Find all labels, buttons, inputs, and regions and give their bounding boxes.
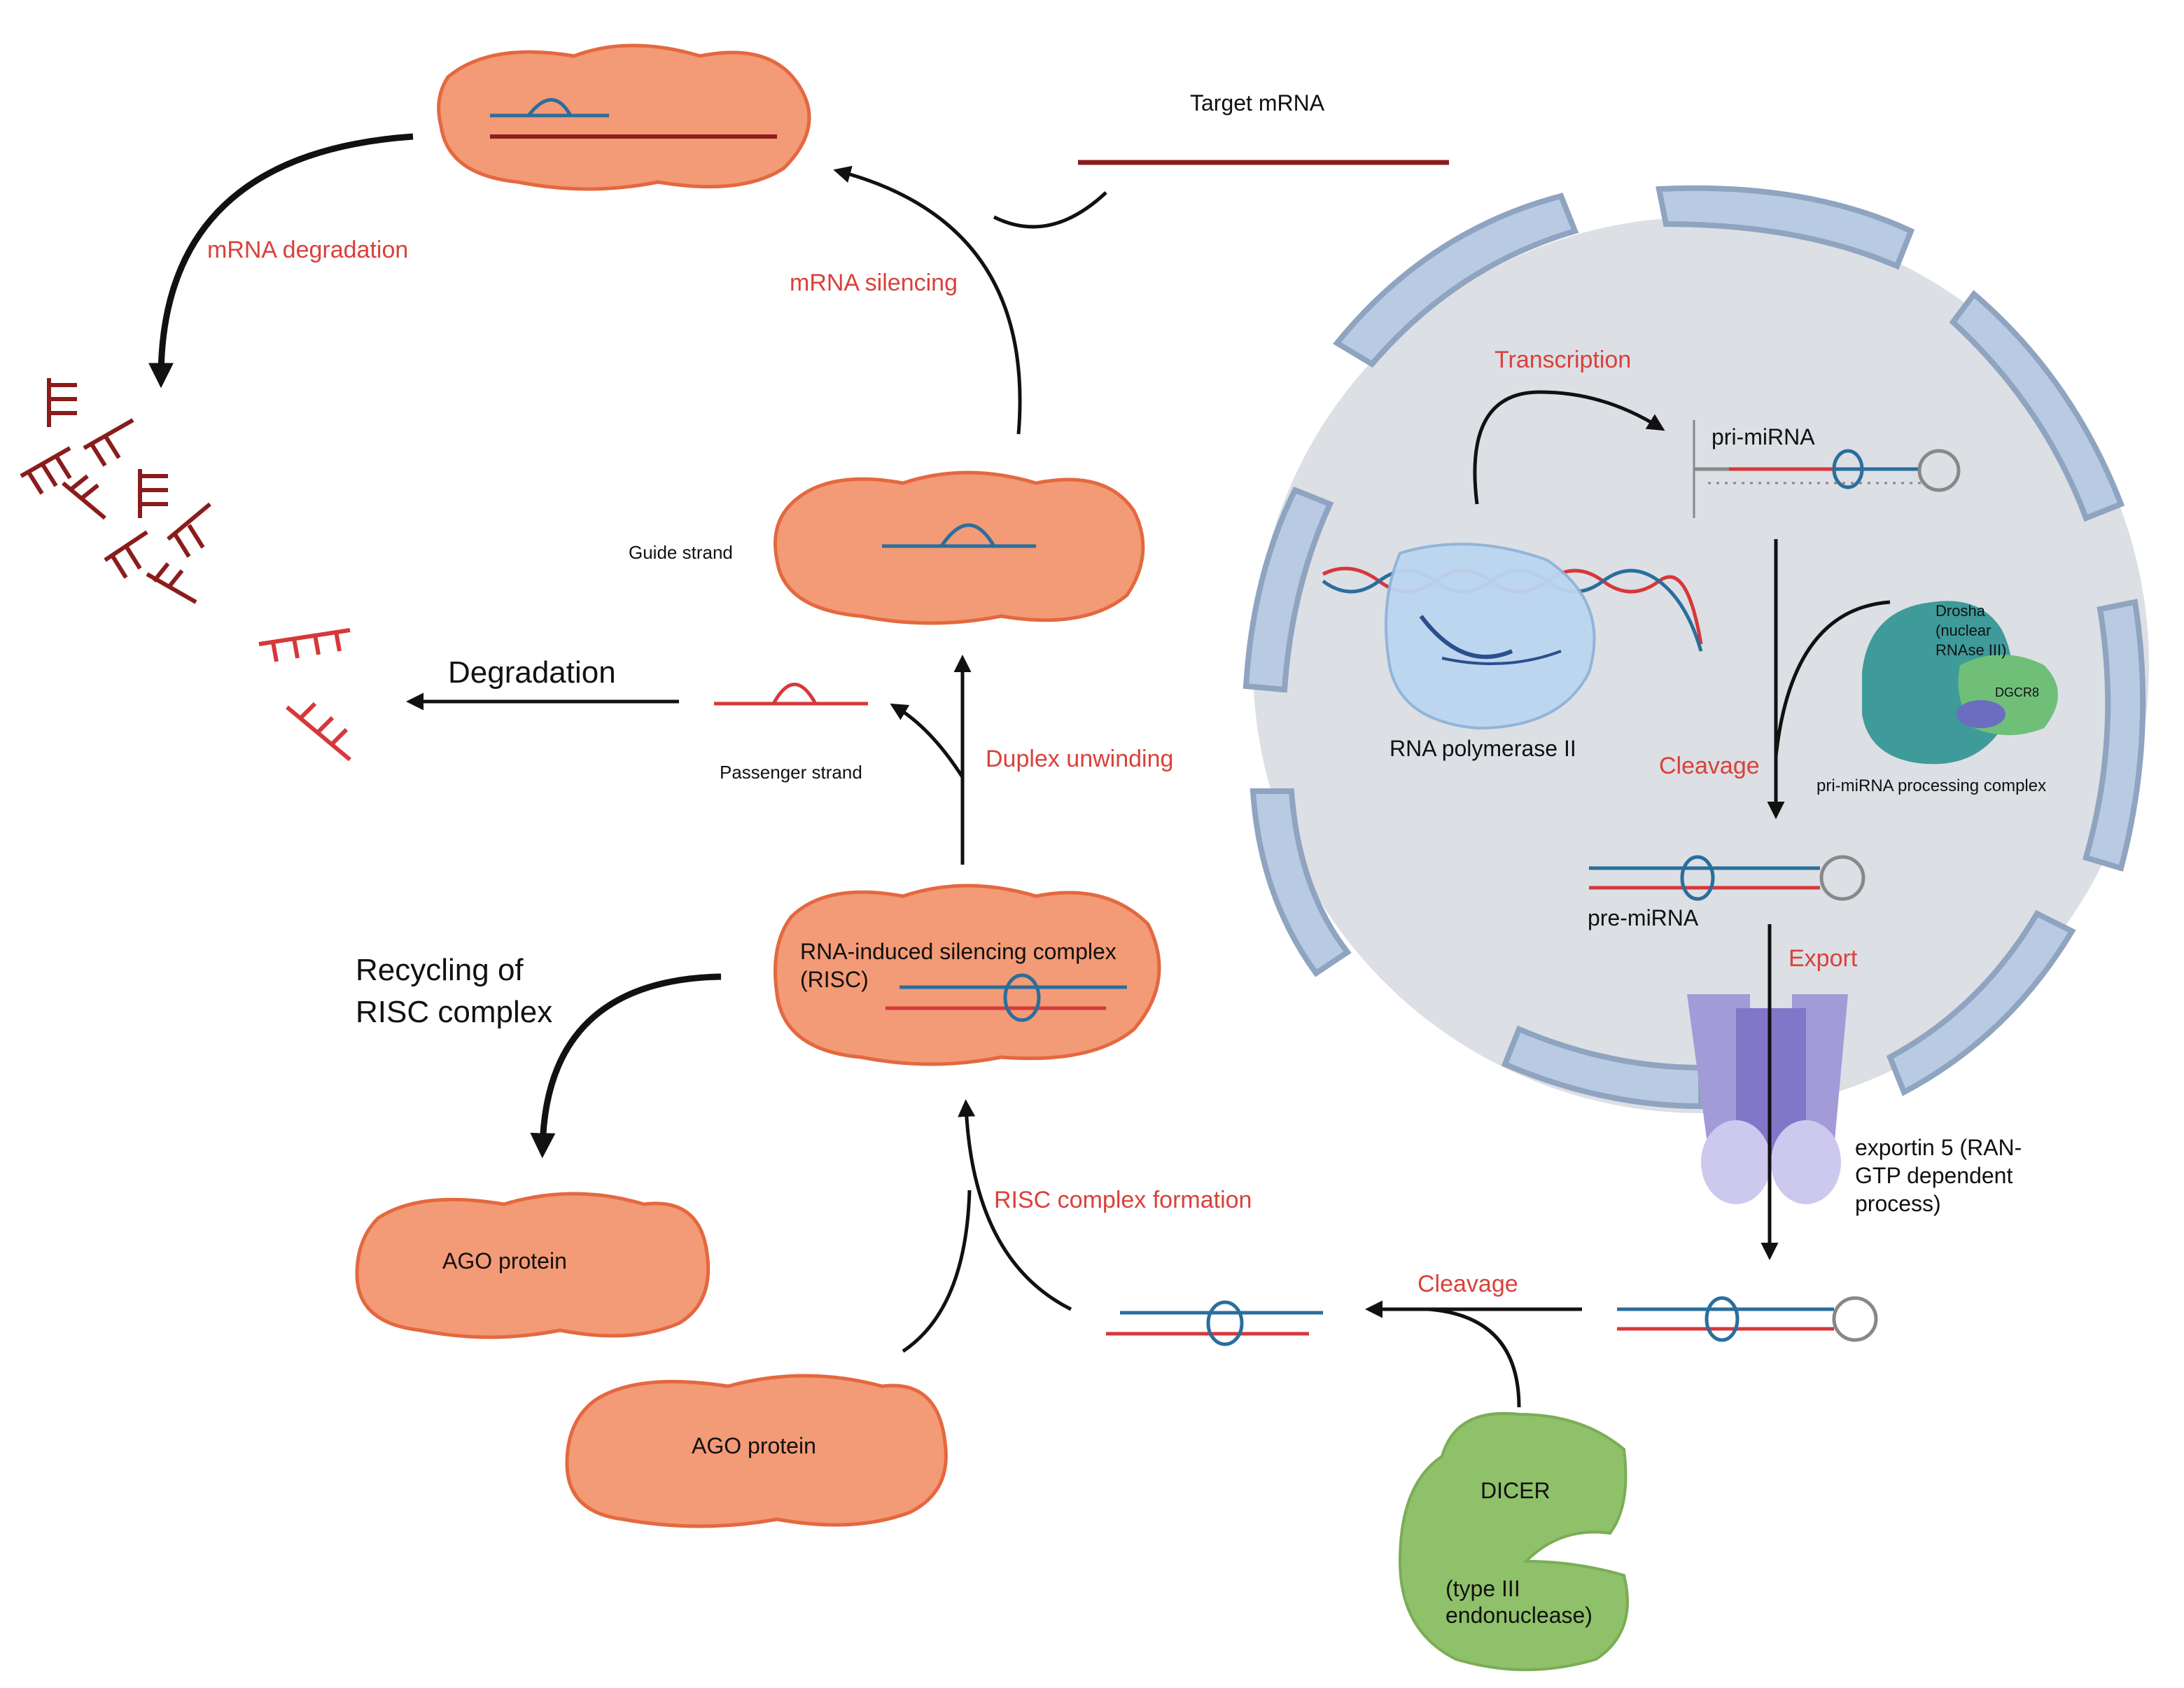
exportin-label-3: process) — [1855, 1191, 1941, 1216]
exportin-label-1: exportin 5 (RAN- — [1855, 1135, 2022, 1160]
exportin-5 — [1687, 994, 1848, 1204]
ago-guide-complex: Guide strand — [629, 470, 1145, 625]
risc-label-line1: RNA-induced silencing complex — [800, 939, 1116, 964]
ago-protein-label-2: AGO protein — [692, 1433, 816, 1458]
cofactor-protein — [1956, 700, 2005, 728]
transcription-label: Transcription — [1494, 347, 1631, 373]
transcription-arrow — [1473, 390, 1665, 505]
risc-formation-label: RISC complex formation — [994, 1187, 1252, 1213]
membrane-segment — [1250, 788, 1352, 977]
nucleus — [1242, 185, 2149, 1113]
degradation-label: Degradation — [448, 655, 616, 690]
export-label: Export — [1788, 945, 1858, 972]
cytoplasmic-pre-mirna — [1617, 1296, 1878, 1342]
polymerase-body — [1385, 543, 1596, 730]
passenger-strand-label: Passenger strand — [720, 762, 862, 783]
ago-inflow-arrow — [902, 1190, 972, 1353]
drosha-label-3: RNAse III) — [1935, 641, 2006, 659]
dicer-label: DICER — [1480, 1478, 1550, 1503]
degraded-mrna-fragments — [20, 378, 211, 604]
ago-protein-free-2: AGO protein — [565, 1374, 948, 1528]
membrane-segment — [2082, 599, 2146, 872]
pri-mirna-label: pri-miRNA — [1712, 424, 1815, 449]
degraded-passenger-fragments — [258, 628, 351, 762]
drosha-label-1: Drosha — [1935, 602, 1986, 620]
passenger-release-arrow — [890, 703, 965, 779]
dgcr8-label: DGCR8 — [1995, 685, 2039, 699]
nascent-rna — [1441, 650, 1562, 665]
ago-protein-shape — [774, 884, 1161, 1066]
target-mrna-label: Target mRNA — [1190, 90, 1325, 116]
recycling-arrow — [530, 973, 722, 1159]
risc-complex: RNA-induced silencing complex (RISC) — [774, 884, 1161, 1066]
recycling-label-line1: Recycling of — [356, 953, 524, 987]
mrna-degradation-arrow — [148, 133, 414, 389]
exportin-label-2: GTP dependent — [1855, 1163, 2012, 1188]
ago-protein-shape — [437, 43, 811, 191]
membrane-segment — [1242, 486, 1334, 693]
ago-protein-shape — [565, 1374, 948, 1528]
pre-mirna: pre-miRNA — [1588, 855, 1865, 930]
ago-protein-free-1: AGO protein — [355, 1192, 710, 1339]
ago-protein-label-1: AGO protein — [442, 1248, 567, 1274]
membrane-segment — [1332, 193, 1579, 368]
drosha-inflow-arrow — [1774, 600, 1891, 757]
mirna-duplex — [1106, 1300, 1323, 1346]
dicer-protein — [1398, 1411, 1629, 1671]
drosha-cleavage-label: Cleavage — [1659, 753, 1760, 779]
drosha-complex: Drosha (nuclear RNAse III) DGCR8 pri-miR… — [1816, 601, 2058, 795]
ago-protein-shape — [774, 470, 1145, 625]
ago-mrna-complex — [437, 43, 811, 191]
mrna-degradation-label: mRNA degradation — [207, 237, 408, 263]
pri-mirna: pri-miRNA — [1693, 420, 1961, 518]
membrane-segment — [1949, 290, 2125, 522]
duplex-unwinding-label: Duplex unwinding — [986, 746, 1173, 772]
membrane-segment — [1656, 185, 1915, 270]
membrane-segment — [1501, 1025, 1704, 1110]
target-mrna: Target mRNA — [1078, 90, 1449, 165]
rna-polymerase-label: RNA polymerase II — [1390, 736, 1576, 761]
dicer: DICER (type III endonuclease) — [1398, 1411, 1629, 1671]
dicer-sublabel-2: endonuclease) — [1446, 1603, 1592, 1628]
drosha-label-2: (nuclear — [1935, 622, 1991, 639]
risc-formation-arrow — [958, 1099, 1072, 1311]
mrna-silencing-label: mRNA silencing — [790, 270, 958, 296]
risc-label-line2: (RISC) — [800, 967, 869, 992]
nuclear-membrane — [1242, 185, 2146, 1110]
target-mrna-arrow — [993, 191, 1107, 229]
guide-strand-label: Guide strand — [629, 542, 733, 563]
dicer-inflow-arrow — [1427, 1307, 1521, 1408]
mrna-silencing-arrow — [833, 165, 1022, 435]
recycling-label-line2: RISC complex — [356, 995, 552, 1029]
membrane-segment — [1886, 909, 2076, 1096]
rna-polymerase: RNA polymerase II — [1322, 543, 1703, 761]
ago-protein-shape — [355, 1192, 710, 1339]
passenger-strand: Passenger strand — [714, 683, 868, 783]
polymerase-groove — [1419, 615, 1513, 660]
dicer-sublabel-1: (type III — [1446, 1576, 1520, 1601]
dicer-cleavage-label: Cleavage — [1418, 1271, 1518, 1297]
pre-mirna-label: pre-miRNA — [1588, 905, 1699, 930]
processing-complex-label: pri-miRNA processing complex — [1816, 776, 2046, 795]
